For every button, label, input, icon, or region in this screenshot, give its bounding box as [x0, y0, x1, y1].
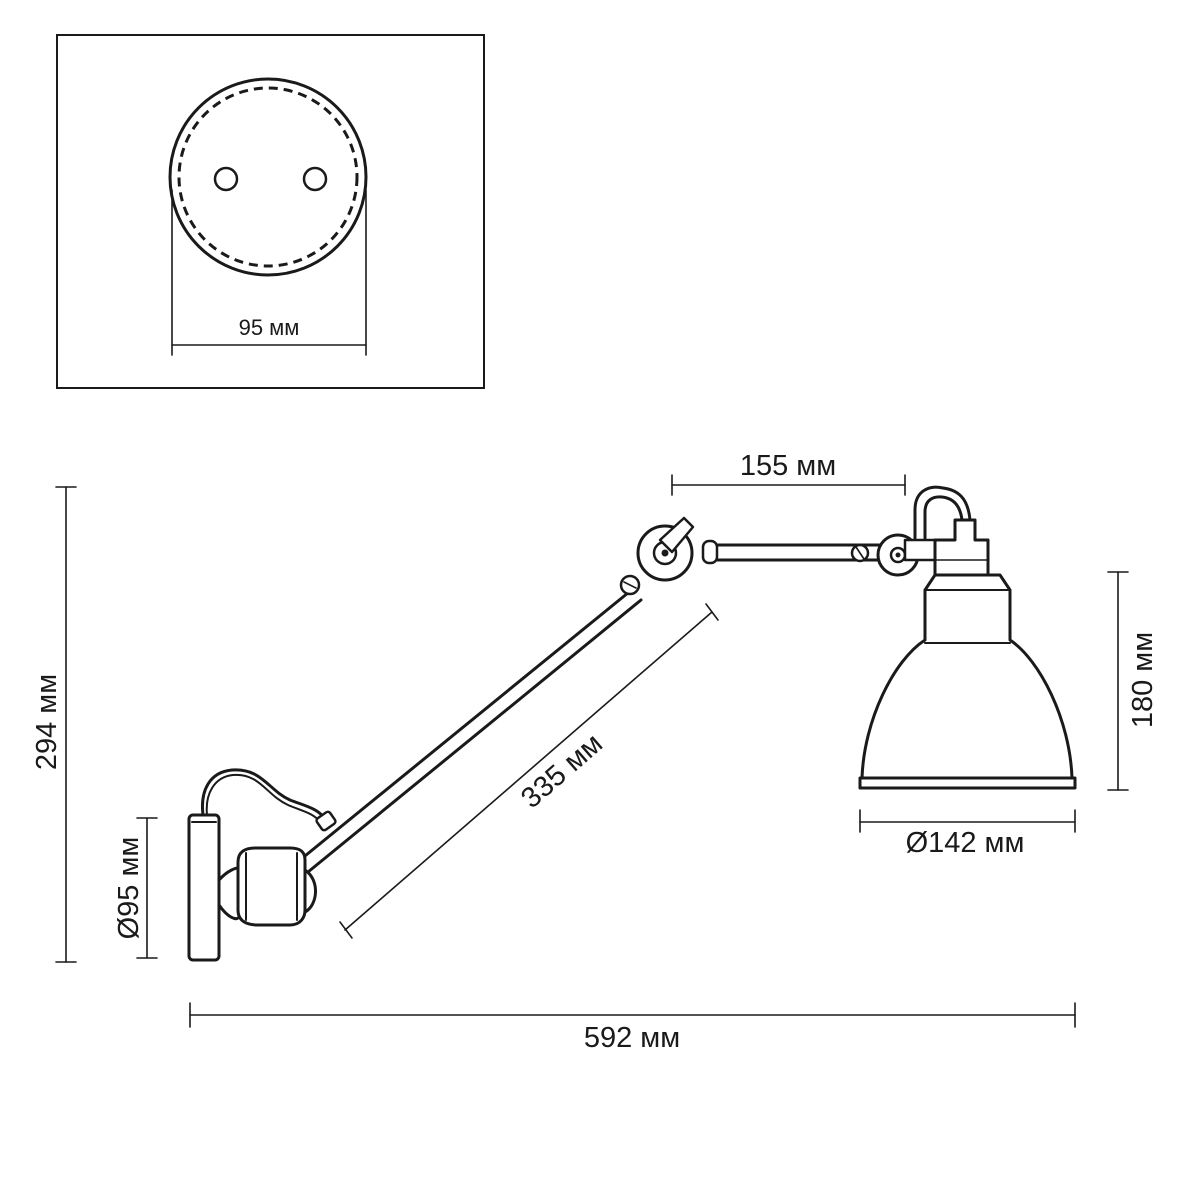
cable-clip [315, 810, 337, 832]
socket [933, 518, 990, 577]
total-height-label: 294 мм [31, 674, 63, 770]
base-joint [236, 846, 307, 927]
plate-width-label: 95 мм [239, 315, 300, 340]
total-length-label: 592 мм [584, 1022, 680, 1054]
shade-rim [858, 776, 1077, 790]
wall-plate-side [187, 813, 221, 962]
arm-short-label: 155 мм [740, 450, 836, 482]
shade-height-label: 180 мм [1127, 632, 1159, 728]
wall-plate-front-view: 95 мм [56, 34, 485, 389]
lower-arm-edge-bottom [306, 598, 643, 874]
plate-diameter-label: Ø95 мм [113, 837, 145, 940]
cable [200, 768, 328, 822]
lower-arm-edge-top [298, 586, 636, 862]
lamp-side-view [187, 485, 1077, 962]
lamp-shade [860, 573, 1074, 780]
shade-diameter-label: Ø142 мм [906, 827, 1025, 859]
screw-hole-right [302, 166, 328, 192]
screw-hole-left [213, 166, 239, 192]
